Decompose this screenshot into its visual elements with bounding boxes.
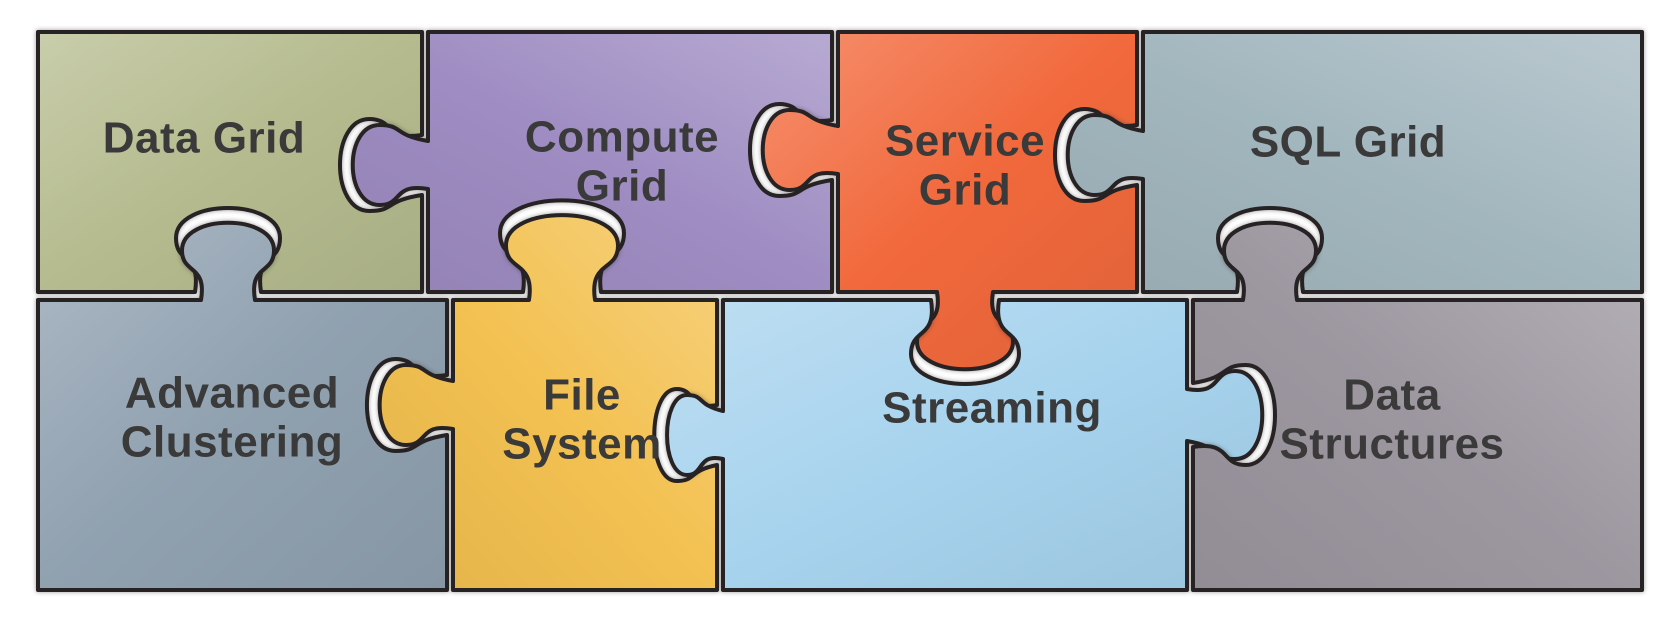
puzzle-piece-advanced-clustering [36, 220, 449, 592]
puzzle-piece-sql-grid [1065, 30, 1644, 294]
puzzle-piece-file-system [377, 213, 719, 592]
puzzle-piece-data-grid [36, 30, 424, 294]
puzzle-piece-service-grid [760, 30, 1139, 372]
puzzle-piece-data-structures [1191, 220, 1644, 592]
puzzle-piece-compute-grid [350, 30, 834, 294]
puzzle-piece-streaming [665, 298, 1265, 592]
